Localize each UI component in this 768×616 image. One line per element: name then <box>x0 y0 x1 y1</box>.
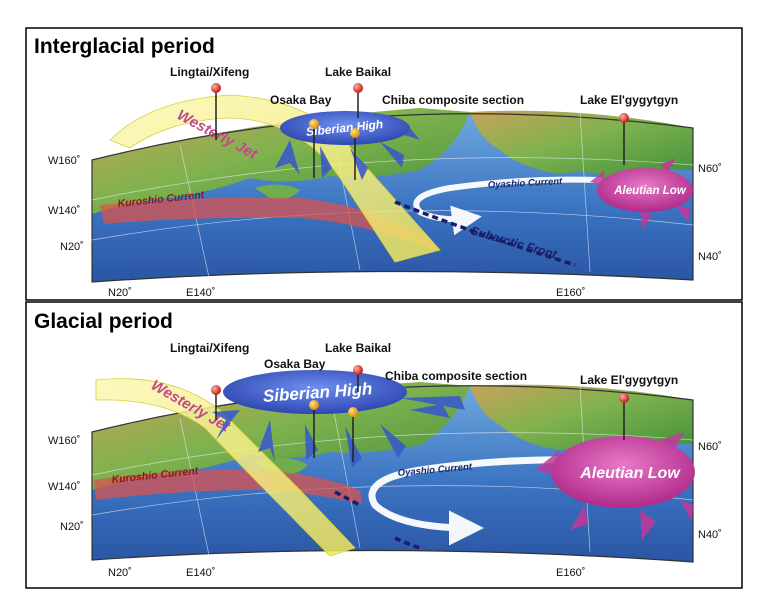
site-markers <box>211 365 629 462</box>
site-label-lingtai: Lingtai/Xifeng <box>170 341 249 355</box>
site-label-elgygytgyn: Lake El'gygytgyn <box>580 93 678 107</box>
oyashio-current-arrow <box>368 456 594 546</box>
site-label-osaka: Osaka Bay <box>270 93 332 107</box>
aleutian-low-shape <box>551 436 695 508</box>
pin-lingtai <box>211 83 221 93</box>
panel-glacial: Glacial period Kuroshio Current Westerly… <box>25 301 743 589</box>
tick-e140: E140˚ <box>186 567 215 579</box>
tick-e140: E140˚ <box>186 287 215 299</box>
tick-n20-left: N20˚ <box>60 521 84 533</box>
tick-w160: W160˚ <box>48 155 80 167</box>
aleutian-low-arrows <box>590 158 690 230</box>
tick-n20-bottom: N20˚ <box>108 287 132 299</box>
panel-title: Interglacial period <box>34 35 215 58</box>
siberian-high-outflow-arrows <box>275 128 420 180</box>
pin-elgygytgyn <box>619 113 629 123</box>
panel-interglacial: Interglacial period Kuroshio Current Wes… <box>25 27 743 301</box>
site-label-baikal: Lake Baikal <box>325 65 391 79</box>
site-label-osaka: Osaka Bay <box>264 357 326 371</box>
site-label-chiba: Chiba composite section <box>382 93 524 107</box>
tick-w140: W140˚ <box>48 481 80 493</box>
site-label-lingtai: Lingtai/Xifeng <box>170 65 249 79</box>
pin-chiba <box>348 407 358 417</box>
pin-baikal <box>353 365 363 375</box>
siberian-high-outflow-arrows <box>212 396 465 468</box>
tick-n60: N60˚ <box>698 441 722 453</box>
subarctic-front-fragment <box>334 490 361 507</box>
tick-n40: N40˚ <box>698 251 722 263</box>
pin-osaka <box>309 119 319 129</box>
north-landmass <box>470 110 693 180</box>
kuroshio-current-shape <box>94 469 362 504</box>
pin-chiba <box>350 128 360 138</box>
aleutian-low: Aleutian Low <box>590 158 693 230</box>
site-label-chiba: Chiba composite section <box>385 369 527 383</box>
tick-n40: N40˚ <box>698 529 722 541</box>
pin-baikal <box>353 83 363 93</box>
asia-landmass <box>92 382 470 490</box>
panel-title: Glacial period <box>34 310 173 333</box>
japan-island <box>255 184 300 199</box>
site-label-elgygytgyn: Lake El'gygytgyn <box>580 373 678 387</box>
oyashio-current-label: Oyashio Current <box>488 176 564 191</box>
subarctic-front-fragment <box>394 536 421 550</box>
siberian-high: Siberian High <box>212 370 465 468</box>
subarctic-front-line <box>394 200 576 267</box>
tick-w140: W140˚ <box>48 205 80 217</box>
pin-osaka <box>309 400 319 410</box>
site-markers <box>211 83 629 180</box>
aleutian-low: Aleutian Low <box>535 432 695 540</box>
tick-e160: E160˚ <box>556 287 585 299</box>
aleutian-low-label: Aleutian Low <box>613 185 687 197</box>
tick-w160: W160˚ <box>48 435 80 447</box>
tick-n20-bottom: N20˚ <box>108 567 132 579</box>
aleutian-low-label: Aleutian Low <box>579 465 681 482</box>
pin-lingtai <box>211 385 221 395</box>
westerly-jet-shape <box>109 94 441 263</box>
tick-e160: E160˚ <box>556 567 585 579</box>
site-label-baikal: Lake Baikal <box>325 341 391 355</box>
aleutian-low-shape <box>597 168 693 212</box>
kuroshio-current-shape <box>100 197 440 252</box>
pin-elgygytgyn <box>619 393 629 403</box>
siberian-high-shape <box>223 370 407 414</box>
westerly-jet-shape <box>95 378 356 557</box>
tick-n20-left: N20˚ <box>60 241 84 253</box>
tick-n60: N60˚ <box>698 163 722 175</box>
